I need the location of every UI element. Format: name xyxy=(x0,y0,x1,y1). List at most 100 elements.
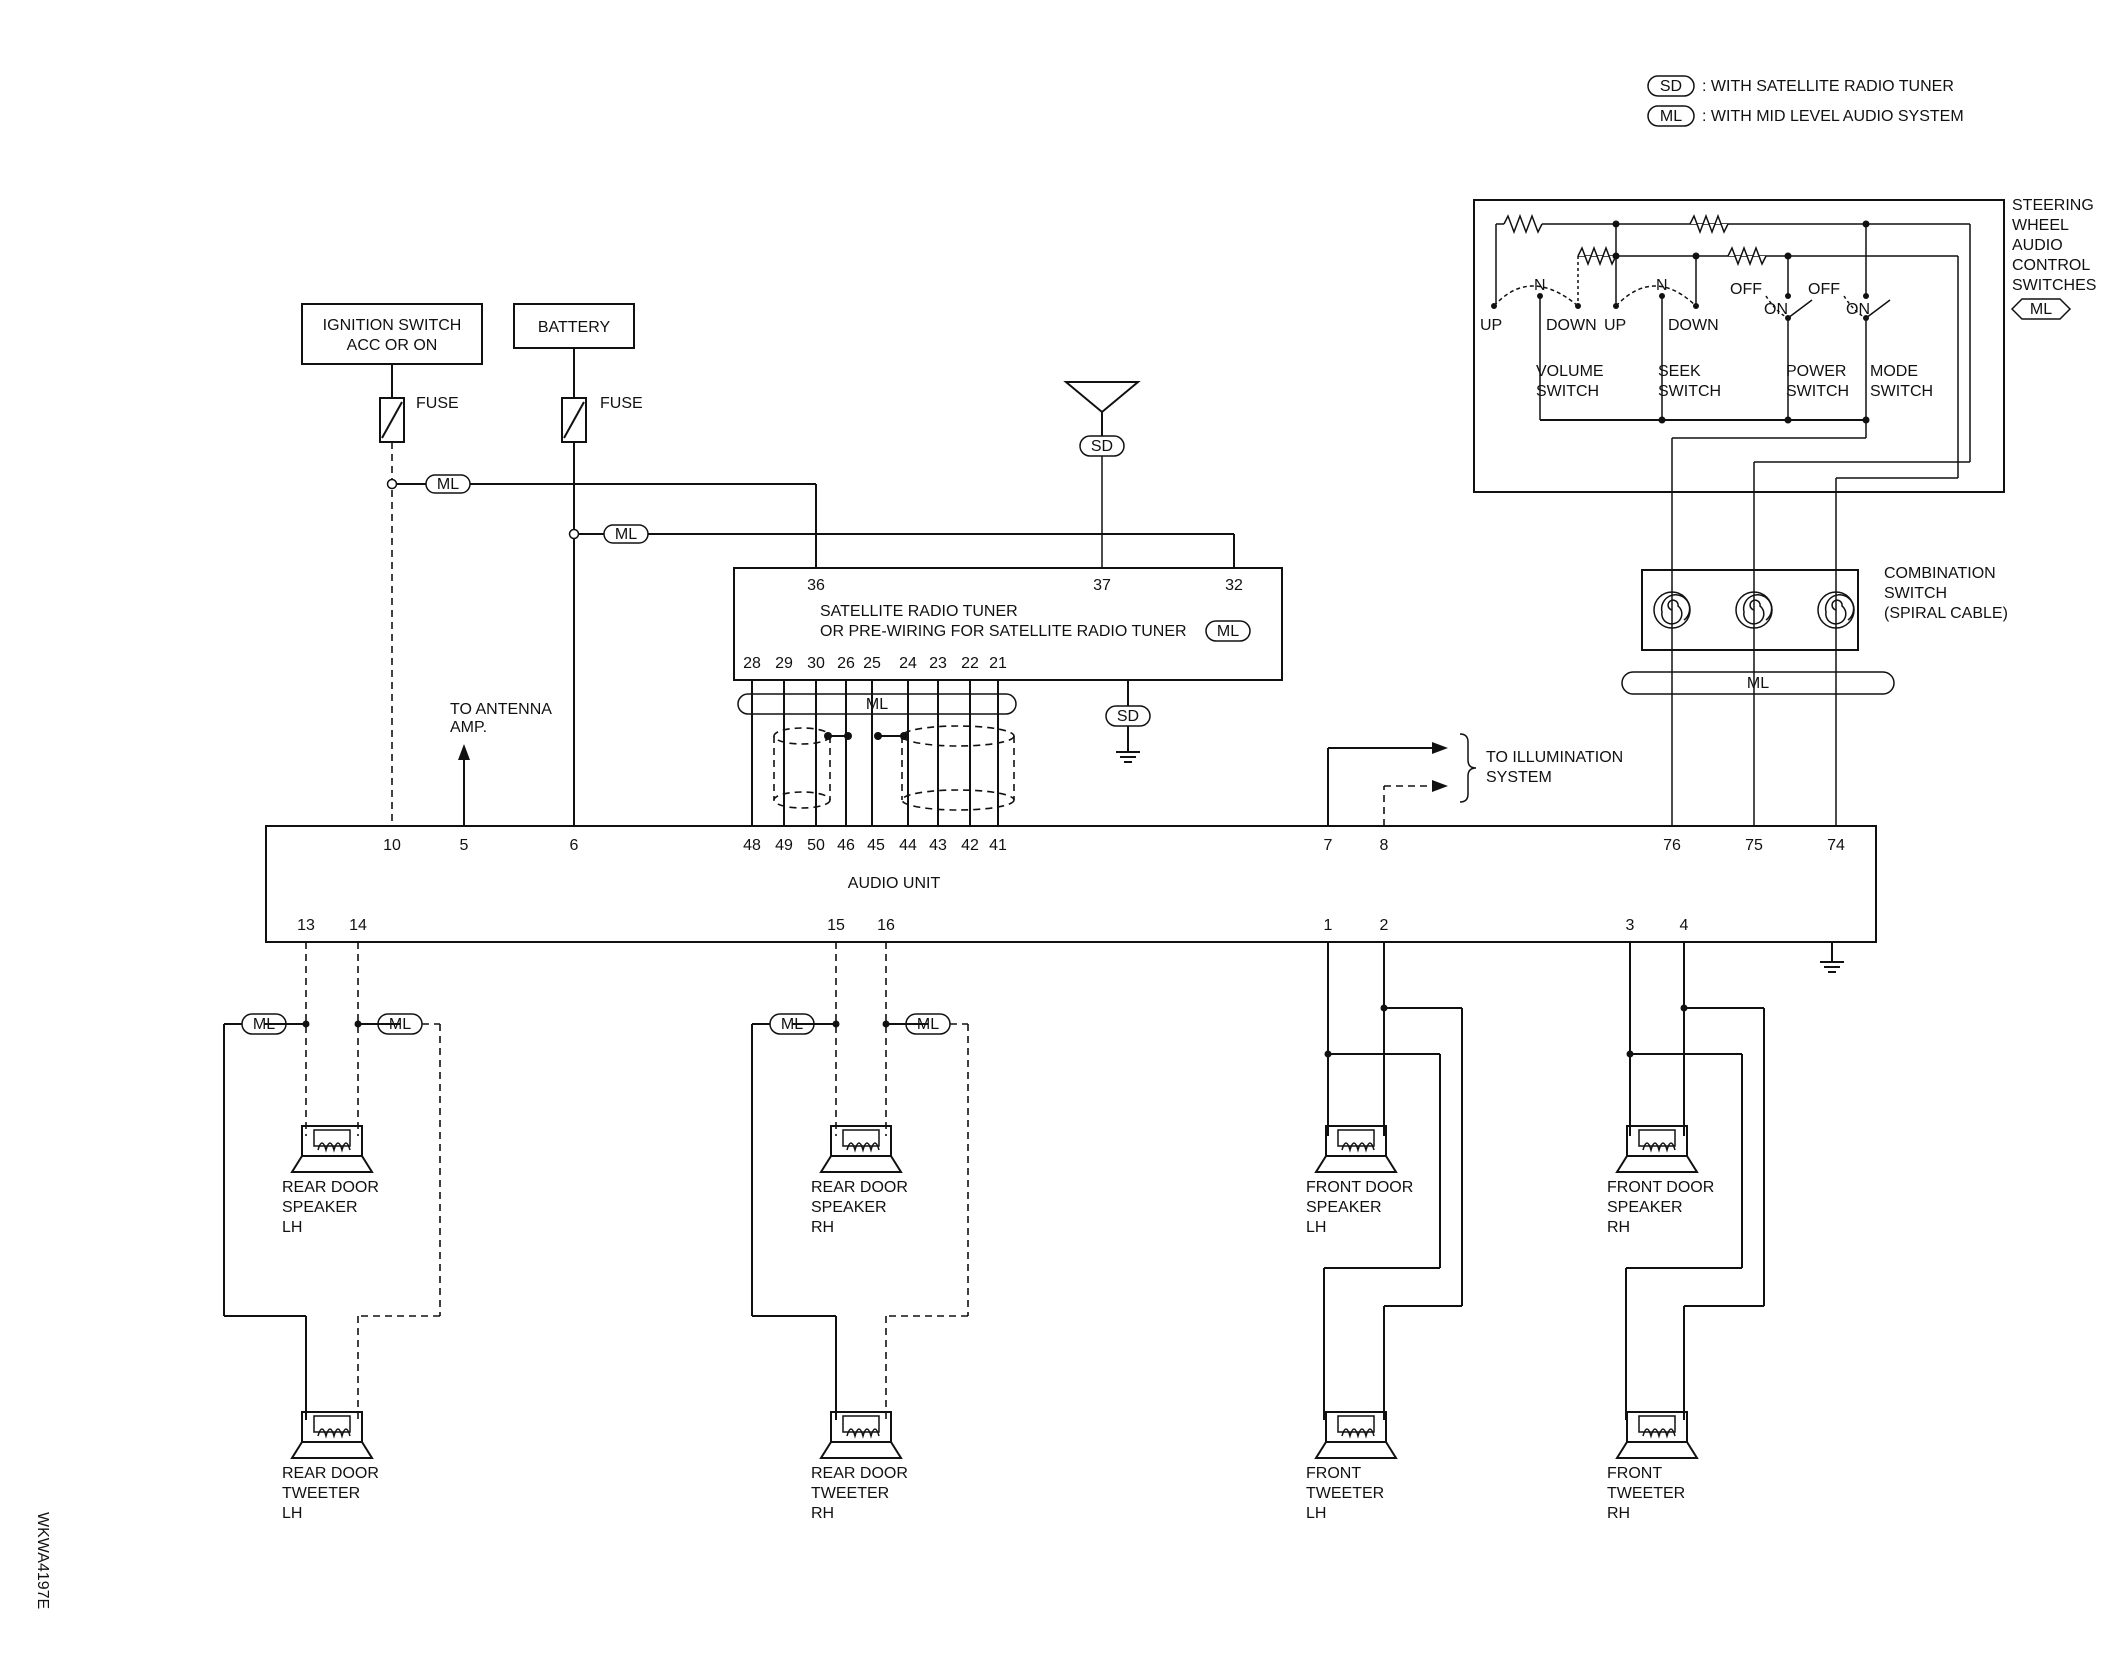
tuner-label-1: SATELLITE RADIO TUNER xyxy=(820,603,1018,620)
spiral-cable-2 xyxy=(1735,591,1773,629)
audio-unit-pin-4: 4 xyxy=(1680,917,1689,934)
audio-unit-pin-46: 46 xyxy=(837,837,855,854)
tweeter-icon xyxy=(819,1411,903,1459)
audio-unit-pin-41: 41 xyxy=(989,837,1007,854)
tuner-label-2: OR PRE-WIRING FOR SATELLITE RADIO TUNER xyxy=(820,623,1187,640)
power-off-label: OFF xyxy=(1730,281,1762,298)
tuner-pin-21: 21 xyxy=(989,655,1007,672)
antenna-amp-label-1: TO ANTENNA xyxy=(450,701,552,718)
ml-harness-tuner: ML xyxy=(737,693,1017,715)
volume-switch-label-2: SWITCH xyxy=(1536,383,1599,400)
steering-title-2: WHEEL xyxy=(2012,217,2069,234)
tweeter-label-lh-1: TWEETER xyxy=(282,1485,360,1502)
tweeter-label-rh-0: REAR DOOR xyxy=(811,1465,908,1482)
tuner-pin-30: 30 xyxy=(807,655,825,672)
speaker-label-rh-2: RH xyxy=(1607,1219,1630,1236)
speaker-label-lh-1: SPEAKER xyxy=(282,1199,358,1216)
mode-on-label: ON xyxy=(1846,301,1870,318)
tweeter-icon xyxy=(290,1411,374,1459)
power-wiring: ML ML xyxy=(386,442,1235,826)
combination-label-1: COMBINATION xyxy=(1884,565,1996,582)
antenna-amp-lead: TO ANTENNA AMP. xyxy=(450,701,552,826)
speaker-label-lh-2: LH xyxy=(1306,1219,1326,1236)
audio-unit-pin-50: 50 xyxy=(807,837,825,854)
speaker-label-rh-1: SPEAKER xyxy=(811,1199,887,1216)
ml-badge-combination: ML xyxy=(1747,675,1769,692)
tweeter-label-rh-0: FRONT xyxy=(1607,1465,1662,1482)
ml-badge-rear-lh-a: ML xyxy=(253,1016,275,1033)
volume-n-label: N xyxy=(1534,277,1546,294)
tweeter-label-lh-0: REAR DOOR xyxy=(282,1465,379,1482)
tuner-pin-22: 22 xyxy=(961,655,979,672)
speaker-label-rh-0: FRONT DOOR xyxy=(1607,1179,1714,1196)
tuner-audio-wires xyxy=(751,680,999,826)
tuner-pin-29: 29 xyxy=(775,655,793,672)
tuner-pin-37: 37 xyxy=(1093,577,1111,594)
volume-up-label: UP xyxy=(1480,317,1502,334)
tuner-pin-25: 25 xyxy=(863,655,881,672)
steering-title-3: AUDIO xyxy=(2012,237,2063,254)
audio-unit-pin-45: 45 xyxy=(867,837,885,854)
seek-up-label: UP xyxy=(1604,317,1626,334)
legend-sd-text: : WITH SATELLITE RADIO TUNER xyxy=(1702,78,1954,95)
fuse-label-ignition: FUSE xyxy=(416,395,459,412)
ml-badge-ign: ML xyxy=(437,476,459,493)
tweeter-label-rh-2: RH xyxy=(811,1505,834,1522)
spiral-cable-1 xyxy=(1653,591,1691,629)
shield-cylinders xyxy=(773,725,1015,811)
ignition-label-2: ACC OR ON xyxy=(347,337,438,354)
audio-unit-pin-8: 8 xyxy=(1380,837,1389,854)
tuner-pin-32: 32 xyxy=(1225,577,1243,594)
audio-unit-pin-10: 10 xyxy=(383,837,401,854)
ml-badge-rear-rh-b: ML xyxy=(917,1016,939,1033)
power-switch-label-1: POWER xyxy=(1786,363,1846,380)
speaker-label-rh-0: REAR DOOR xyxy=(811,1179,908,1196)
tuner-pin-24: 24 xyxy=(899,655,917,672)
audio-unit-ground xyxy=(1820,942,1844,973)
tweeter-icon xyxy=(1314,1411,1398,1459)
tuner-pin-23: 23 xyxy=(929,655,947,672)
audio-unit-pin-7: 7 xyxy=(1324,837,1333,854)
power-switch-label-2: SWITCH xyxy=(1786,383,1849,400)
ignition-label-1: IGNITION SWITCH xyxy=(323,317,462,334)
tuner-pin-26: 26 xyxy=(837,655,855,672)
ml-badge-harness: ML xyxy=(866,696,888,713)
combination-switch: COMBINATION SWITCH (SPIRAL CABLE) ML xyxy=(1621,565,2008,695)
tweeter-label-rh-1: TWEETER xyxy=(811,1485,889,1502)
antenna-amp-label-2: AMP. xyxy=(450,719,487,736)
mode-switch-label-2: SWITCH xyxy=(1870,383,1933,400)
spiral-cable-3 xyxy=(1817,591,1855,629)
audio-unit-pin-74: 74 xyxy=(1827,837,1845,854)
audio-unit-pin-75: 75 xyxy=(1745,837,1763,854)
mode-switch-label-1: MODE xyxy=(1870,363,1918,380)
audio-unit-pin-43: 43 xyxy=(929,837,947,854)
tweeter-label-lh-1: TWEETER xyxy=(1306,1485,1384,1502)
battery: BATTERY xyxy=(513,303,635,349)
audio-unit-pin-49: 49 xyxy=(775,837,793,854)
tuner-ground: SD xyxy=(1105,680,1151,763)
speaker-label-rh-1: SPEAKER xyxy=(1607,1199,1683,1216)
seek-switch-label-2: SWITCH xyxy=(1658,383,1721,400)
legend-sd-badge: SD xyxy=(1660,78,1682,95)
audio-unit-pin-13: 13 xyxy=(297,917,315,934)
seek-switch-label-1: SEEK xyxy=(1658,363,1701,380)
ignition-switch: IGNITION SWITCH ACC OR ON xyxy=(301,303,483,365)
audio-unit-pin-6: 6 xyxy=(570,837,579,854)
steering-switches: STEERING WHEEL AUDIO CONTROL SWITCHES ML xyxy=(1473,197,2096,826)
speaker-label-lh-1: SPEAKER xyxy=(1306,1199,1382,1216)
ml-badge-bat: ML xyxy=(615,526,637,543)
seek-n-label: N xyxy=(1656,277,1668,294)
audio-unit-pin-5: 5 xyxy=(460,837,469,854)
speaker-label-lh-2: LH xyxy=(282,1219,302,1236)
audio-unit-label: AUDIO UNIT xyxy=(848,875,941,892)
speaker-icon xyxy=(1615,1125,1699,1173)
speaker-label-lh-0: FRONT DOOR xyxy=(1306,1179,1413,1196)
speaker-icon xyxy=(819,1125,903,1173)
audio-unit-pin-2: 2 xyxy=(1380,917,1389,934)
